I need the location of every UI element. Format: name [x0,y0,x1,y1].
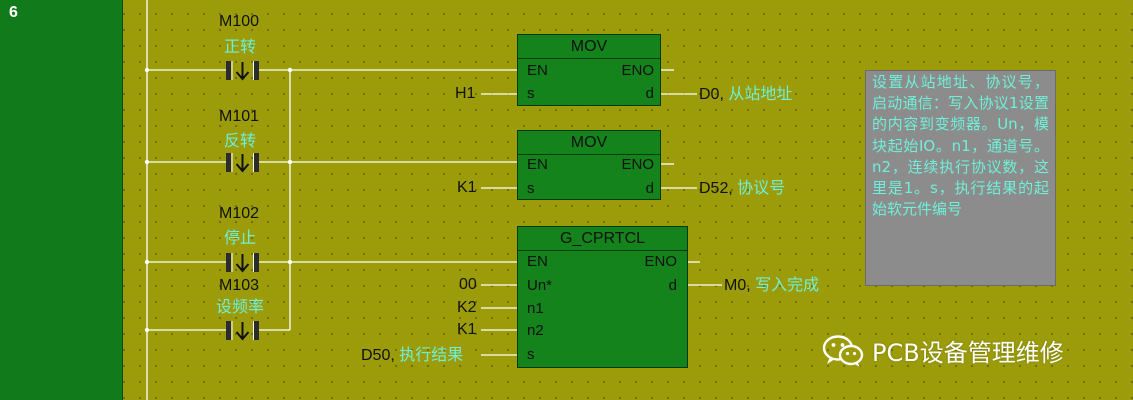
contact-device-m102: M102 [219,205,260,222]
pin-d: d [668,277,677,294]
wechat-icon [822,334,864,367]
mov-block-2[interactable]: MOV EN ENO s d [517,130,661,200]
cprtcl-input-n1: K2 [457,299,477,316]
cprtcl-input-s: D50, 执行结果 [361,345,464,364]
mov2-input-s: K1 [457,179,477,196]
mov1-output: D0, 从站地址 [699,84,793,103]
pin-s: s [527,346,535,363]
pin-s: s [527,180,535,197]
watermark-text: PCB设备管理维修 [872,339,1064,367]
mov2-output: D52, 协议号 [699,178,786,197]
contact-m103-symbol[interactable] [226,321,259,341]
block-name: G_CPRTCL [559,230,646,247]
contact-device-m101: M101 [219,108,260,125]
junction-dots [144,67,293,333]
pin-eno: ENO [621,62,654,79]
contact-m100-symbol[interactable] [226,61,259,81]
contact-comment-m101: 反转 [224,131,257,150]
cprtcl-input-n2: K1 [457,321,477,338]
mov1-input-s: H1 [455,85,476,102]
block-name: MOV [570,134,608,151]
contact-device-m100: M100 [219,13,260,30]
contact-device-m103: M103 [219,277,260,294]
pin-n2: n2 [527,322,544,339]
block-divider [518,154,660,155]
mov-block-1[interactable]: MOV EN ENO s d [517,34,661,106]
watermark: PCB设备管理维修 [822,333,1064,368]
pin-en: EN [527,156,548,173]
block-divider [518,250,687,251]
block-divider [518,58,660,59]
block-name: MOV [570,38,608,55]
contact-comment-m103: 设频率 [216,297,265,316]
statement-note[interactable]: 设置从站地址、协议号，启动通信：写入协议1设置的内容到变频器。Un，模块起始IO… [865,70,1056,286]
mov1-output-comment: 从站地址 [728,84,793,103]
mov1-output-device: D0 [699,86,720,103]
pin-en: EN [527,253,548,270]
step-number: 6 [9,4,18,21]
contact-m101-symbol[interactable] [226,153,259,173]
step-number-panel[interactable]: 6 [0,0,123,400]
mov2-output-device: D52 [699,180,729,197]
pin-en: EN [527,62,548,79]
pin-un: Un* [527,277,553,294]
cprtcl-output: M0, 写入完成 [724,275,820,294]
pin-s: s [527,85,535,102]
g-cprtcl-block[interactable]: G_CPRTCL EN ENO Un* d n1 n2 s [517,226,688,368]
cprtcl-output-device: M0 [724,277,747,294]
pin-eno: ENO [621,156,654,173]
cprtcl-input-un: 00 [459,276,477,293]
contact-comment-m102: 停止 [224,228,257,247]
mov2-output-comment: 协议号 [737,178,786,197]
cprtcl-input-s-comment: 执行结果 [399,345,464,364]
cprtcl-input-s-device: D50 [361,347,391,364]
pin-d: d [645,85,654,102]
cprtcl-output-comment: 写入完成 [755,275,820,294]
pin-d: d [645,180,654,197]
pin-n1: n1 [527,300,544,317]
contact-m102-symbol[interactable] [226,253,259,273]
contact-comment-m100: 正转 [224,37,257,56]
pin-eno: ENO [644,253,677,270]
